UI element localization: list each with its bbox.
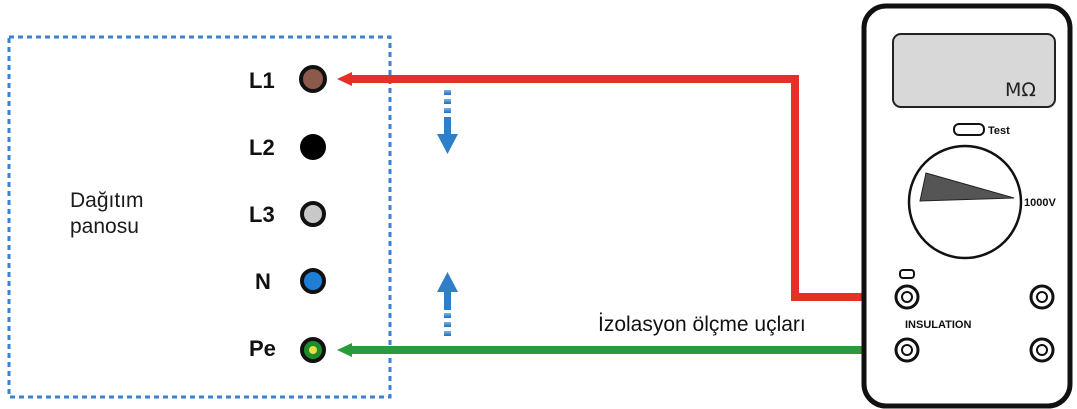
rotary-dial[interactable] [907, 144, 1023, 260]
jack-right-upper[interactable] [1029, 284, 1055, 310]
jack-indicator [899, 269, 915, 279]
test-button[interactable] [953, 123, 985, 136]
terminal-label-l1: L1 [249, 68, 275, 93]
dial-pointer [919, 172, 1015, 202]
red-lead-tip [337, 72, 352, 86]
terminal-label-pe: Pe [249, 336, 276, 361]
red-test-lead [350, 75, 890, 301]
meter-display [892, 33, 1056, 108]
down-arrow-icon [437, 90, 458, 154]
insulation-jack-negative[interactable] [894, 337, 920, 363]
terminal-label-n: N [255, 269, 271, 294]
terminal-l1 [299, 65, 327, 93]
test-label: Test [988, 125, 1010, 137]
terminal-label-l3: L3 [249, 202, 275, 227]
jack-right-lower[interactable] [1029, 337, 1055, 363]
terminal-l2 [300, 134, 326, 160]
terminal-pe-center [309, 346, 317, 354]
range-label: 1000V [1024, 197, 1056, 209]
panel-label-line2: panosu [70, 215, 139, 238]
panel-label-line1: Dağıtım [70, 189, 144, 212]
terminal-n [300, 268, 326, 294]
insulation-label: INSULATION [905, 319, 971, 331]
distribution-panel-box [7, 35, 392, 399]
green-lead-tip [337, 343, 352, 357]
up-arrow-icon [437, 272, 458, 336]
terminal-l3 [300, 201, 326, 227]
insulation-jack-positive[interactable] [894, 284, 920, 310]
probe-label: İzolasyon ölçme uçları [598, 313, 806, 336]
display-unit: MΩ [1005, 79, 1036, 101]
terminal-label-l2: L2 [249, 135, 275, 160]
